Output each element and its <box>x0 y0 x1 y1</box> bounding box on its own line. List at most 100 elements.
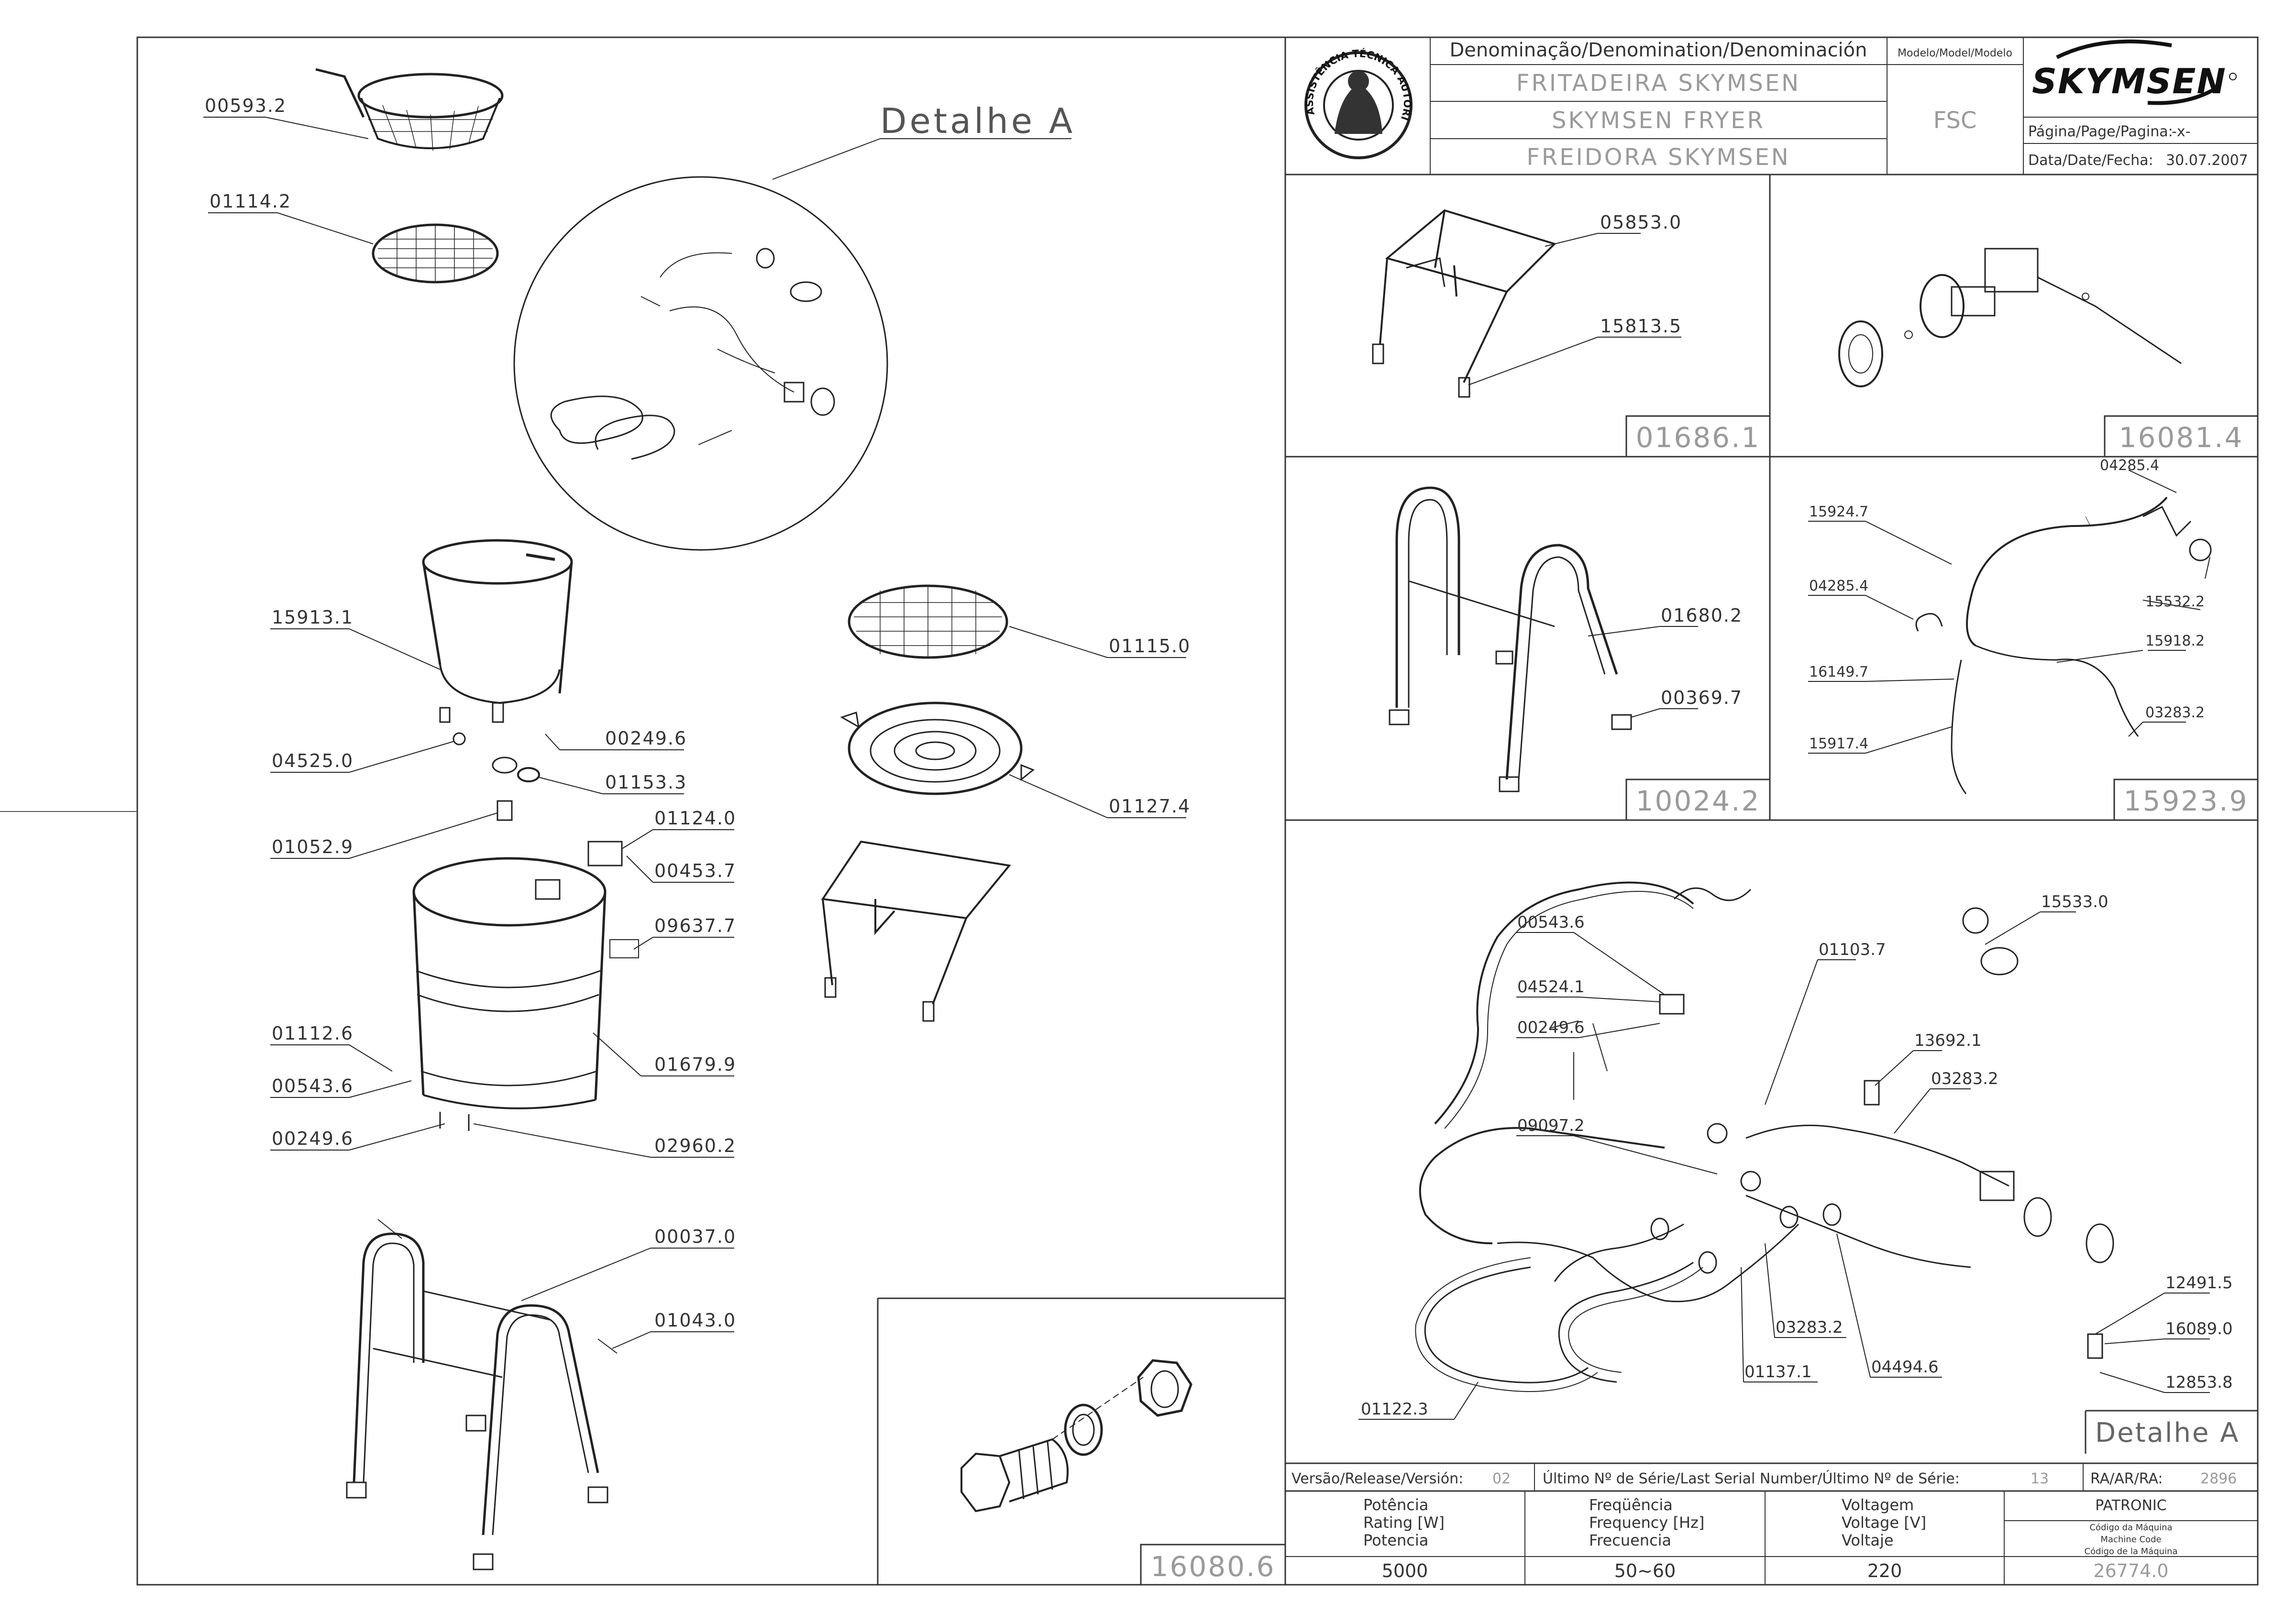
part-label: 01115.0 <box>1109 636 1191 657</box>
small-stand <box>821 840 1011 1022</box>
part-label: 00543.6 <box>1517 913 1585 932</box>
part-label: 01680.2 <box>1661 605 1743 626</box>
part-label: 00249.6 <box>605 728 687 749</box>
kit-code: 10024.2 <box>1636 785 1761 817</box>
part-label: 03283.2 <box>1931 1069 1998 1088</box>
voltage-label-pt: Voltagem <box>1842 1496 1914 1514</box>
part-label: 01112.6 <box>272 1023 353 1044</box>
part-label: 04524.1 <box>1517 977 1585 997</box>
ra-value: 2896 <box>2200 1470 2237 1487</box>
frequency-label-en: Frequency [Hz] <box>1589 1513 1704 1532</box>
part-label: 03283.2 <box>2145 704 2205 721</box>
part-label: 01114.2 <box>210 191 291 212</box>
part-label: 01137.1 <box>1744 1362 1812 1382</box>
page-value: -x- <box>2172 123 2190 140</box>
kit-01686-stand: 05853.0 15813.5 01686.1 <box>1372 209 1771 458</box>
name-english: SKYMSEN FRYER <box>1552 107 1765 134</box>
part-label: 04285.4 <box>2100 457 2159 474</box>
part-label: 00249.6 <box>272 1128 353 1149</box>
skymsen-logo: SKYMSEN <box>2032 39 2237 105</box>
detail-a-circle: Detalhe A <box>513 101 1075 551</box>
kit-15923-wiring: 04285.4 15924.7 04285.4 15532.2 15918.2 … <box>1808 457 2259 821</box>
kit-code: 15923.9 <box>2124 785 2249 817</box>
kit-16081-thermostat: 16081.4 <box>1838 248 2259 458</box>
frequency-label-pt: Freqüência <box>1589 1496 1673 1514</box>
outer-body <box>412 841 639 1131</box>
part-label: 04494.6 <box>1871 1358 1939 1377</box>
version-label: Versão/Release/Versión: <box>1292 1470 1463 1487</box>
version-value: 02 <box>1492 1470 1511 1487</box>
kit-code: 16081.4 <box>2119 421 2244 454</box>
part-label: 09637.7 <box>654 915 736 936</box>
part-label: 01122.3 <box>1361 1400 1428 1419</box>
part-label: 09097.2 <box>1517 1116 1585 1135</box>
model-value: FSC <box>1933 107 1977 134</box>
voltage-label-en: Voltage [V] <box>1842 1513 1926 1532</box>
part-label: 01127.4 <box>1109 796 1191 817</box>
kit-code: 01686.1 <box>1636 421 1761 454</box>
title-block: ASSISTÊNCIA TÉCNICA AUTORIZADA Denominaç… <box>0 0 2258 175</box>
part-label: 15532.2 <box>2145 593 2205 610</box>
base-frame <box>346 1219 618 1570</box>
part-label: 01679.9 <box>654 1054 736 1075</box>
machine-code-label-pt: Código da Máquina <box>2089 1523 2172 1533</box>
part-label: 00369.7 <box>1661 687 1743 708</box>
detail-a-label: Detalhe A <box>2095 1417 2240 1448</box>
drawing-frame <box>136 36 2259 1586</box>
part-label: 00037.0 <box>654 1226 736 1247</box>
fry-basket <box>315 68 504 151</box>
right-panels-grid <box>1285 175 2258 821</box>
machine-code-label-en: Machine Code <box>2100 1535 2161 1545</box>
part-label: 15913.1 <box>272 607 353 628</box>
serial-label: Último Nº de Série/Last Serial Number/Úl… <box>1543 1469 1960 1487</box>
part-label: 00543.6 <box>272 1075 353 1097</box>
voltage-label-es: Voltaje <box>1842 1531 1894 1549</box>
date-value: 30.07.2007 <box>2166 152 2248 169</box>
rating-label-en: Rating [W] <box>1363 1513 1445 1532</box>
detail-a-callout: Detalhe A <box>880 101 1075 141</box>
part-label: 16089.0 <box>2165 1319 2233 1338</box>
detail-a-panel: 00543.6 04524.1 00249.6 01103.7 15533.0 … <box>1358 881 2258 1454</box>
part-label: 01124.0 <box>654 808 736 829</box>
part-label: 00249.6 <box>1517 1018 1585 1037</box>
rating-label-pt: Potência <box>1363 1496 1428 1514</box>
rating-value: 5000 <box>1382 1560 1428 1581</box>
rating-label-es: Potencia <box>1363 1531 1428 1549</box>
drain-fittings <box>492 757 540 821</box>
date-label: Data/Date/Fecha: <box>2028 152 2153 169</box>
name-portuguese: FRITADEIRA SKYMSEN <box>1516 70 1800 97</box>
authorized-service-logo: ASSISTÊNCIA TÉCNICA AUTORIZADA <box>0 0 1413 159</box>
part-label: 12491.5 <box>2165 1273 2233 1293</box>
main-exploded-view: Detalhe A <box>203 68 1191 1570</box>
machine-code-label-es: Código de la Máquina <box>2085 1546 2178 1557</box>
part-label: 03283.2 <box>1776 1318 1843 1337</box>
basket-grid <box>372 223 499 284</box>
part-label: 15533.0 <box>2041 892 2108 911</box>
footer-block: Versão/Release/Versión: 02 Último Nº de … <box>1285 1462 2258 1585</box>
name-spanish: FREIDORA SKYMSEN <box>1526 144 1790 171</box>
voltage-value: 220 <box>1867 1560 1902 1581</box>
main-callouts: 00593.2 01114.2 15913.1 00249.6 04525.0 … <box>203 95 1191 1349</box>
part-label: 04525.0 <box>272 750 353 771</box>
frequency-value: 50~60 <box>1614 1560 1676 1581</box>
crumb-tray <box>840 702 1035 795</box>
part-label: 12853.8 <box>2165 1373 2233 1392</box>
svg-text:SKYMSEN: SKYMSEN <box>2032 61 2227 101</box>
denomination-heading: Denominação/Denomination/Denominación <box>1449 39 1867 61</box>
part-label: 00453.7 <box>654 860 736 881</box>
part-label: 05853.0 <box>1600 212 1682 233</box>
part-label: 13692.1 <box>1914 1031 1982 1050</box>
kit-code: 16080.6 <box>1151 1550 1276 1583</box>
part-label: 01043.0 <box>654 1310 736 1331</box>
part-label: 01103.7 <box>1819 940 1886 959</box>
page-label: Página/Page/Pagina: <box>2028 123 2173 140</box>
part-label: 04285.4 <box>1809 578 1868 594</box>
part-label: 01153.3 <box>605 772 687 793</box>
frying-grid <box>848 584 1008 659</box>
kit-10024-base-frame: 01680.2 00369.7 10024.2 <box>1389 486 1771 821</box>
ra-label: RA/AR/RA: <box>2090 1470 2163 1487</box>
part-label: 00593.2 <box>205 95 287 116</box>
part-label: 15917.4 <box>1809 735 1868 752</box>
part-label: 02960.2 <box>654 1135 736 1156</box>
